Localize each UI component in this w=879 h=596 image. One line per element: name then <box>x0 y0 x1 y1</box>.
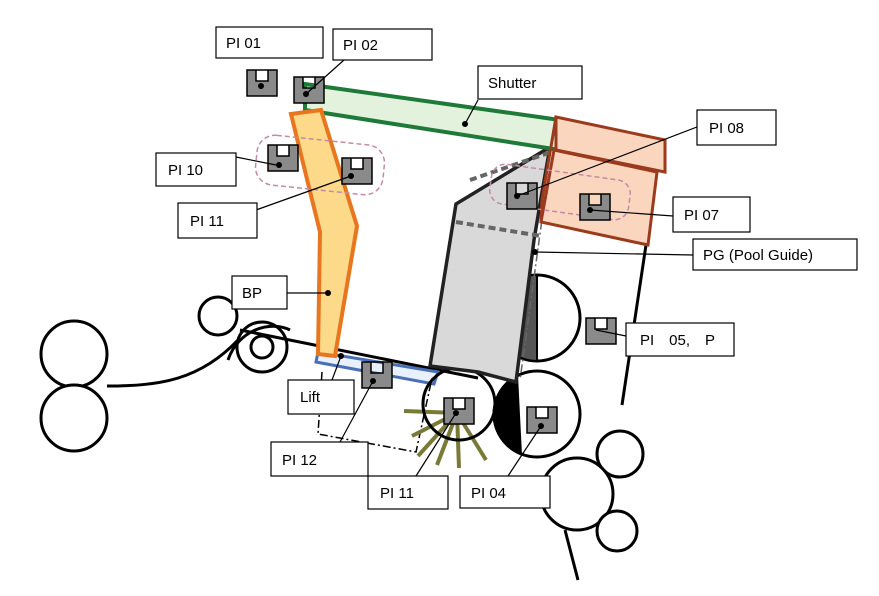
dot-pi11-top <box>348 173 354 179</box>
leader-pi04 <box>507 425 542 477</box>
label-pi05: PI 05, P <box>640 332 715 349</box>
dot-pi12 <box>370 378 376 384</box>
leader-lines <box>235 59 698 477</box>
roll-pi04-sector <box>492 375 522 455</box>
bp-band <box>288 107 360 359</box>
leader-pi11-top <box>255 175 352 211</box>
leader-shutter <box>464 99 479 125</box>
callout-pi08: PI 08 <box>696 109 777 146</box>
sensor-pi01-icon <box>246 69 278 97</box>
label-shutter: Shutter <box>488 75 536 92</box>
label-pi07: PI 07 <box>684 207 719 224</box>
dot-pi04 <box>538 423 544 429</box>
exit-path <box>563 529 580 581</box>
leader-pi02 <box>305 59 345 95</box>
paper-path-left <box>39 295 479 453</box>
leader-pi10 <box>235 156 277 166</box>
dot-pg <box>532 249 538 255</box>
callout-pi11-top: PI 11 <box>177 202 258 239</box>
roll-left-lower <box>39 383 109 453</box>
callout-pi07: PI 07 <box>672 196 751 233</box>
callouts: PI 01 PI 02 Shutter PI 08 PI 10 PI 11 PI… <box>155 26 858 510</box>
sensor-pi07-icon <box>579 193 611 221</box>
roll-right-lower <box>595 509 639 553</box>
label-pi01: PI 01 <box>226 35 261 52</box>
callout-pi05: PI 05, P <box>625 322 735 357</box>
leader-pi08 <box>516 126 698 197</box>
sensor-pi10-icon <box>267 144 299 172</box>
paper-path-curve <box>226 324 291 361</box>
dot-bp <box>325 290 331 296</box>
pi07-pi08-group-outline <box>488 163 632 221</box>
callout-lift: Lift <box>287 379 355 415</box>
dot-pi11-bottom <box>453 410 459 416</box>
upper-box-bottom <box>539 148 659 247</box>
label-pi08: PI 08 <box>709 120 744 137</box>
dot-pi08 <box>514 193 520 199</box>
paper-path-line <box>106 338 240 388</box>
leader-lift <box>331 355 342 381</box>
roll-feed-core <box>249 334 275 360</box>
pi10-pi11-group-outline <box>254 134 386 196</box>
sensor-pi08-icon <box>506 182 538 210</box>
label-bp: BP <box>242 285 262 302</box>
leader-pi11-bottom <box>415 412 457 477</box>
sensor-pi04-icon <box>526 406 558 434</box>
sensor-pi11-bottom-icon <box>443 397 475 425</box>
label-pi12: PI 12 <box>282 452 317 469</box>
leader-pi12 <box>339 380 374 443</box>
callout-pi01: PI 01 <box>215 26 324 59</box>
callout-pi02: PI 02 <box>332 28 433 61</box>
label-pi11-bottom: PI 11 <box>380 485 414 502</box>
dot-lift <box>338 353 344 359</box>
roll-small-left <box>197 295 239 337</box>
label-lift: Lift <box>300 389 321 406</box>
dot-pi10 <box>276 162 282 168</box>
sensor-pi11-top-icon <box>341 157 373 185</box>
sensor-pi02-icon <box>293 76 325 104</box>
label-pi11-top: PI 11 <box>190 213 224 230</box>
upper-box <box>539 115 667 247</box>
paper-path-line-2 <box>239 328 479 380</box>
callout-pg: PG (Pool Guide) <box>692 238 858 271</box>
leader-pi05 <box>595 329 627 337</box>
callout-pi10: PI 10 <box>155 152 237 187</box>
label-pg: PG (Pool Guide) <box>703 247 813 264</box>
callout-pi04: PI 04 <box>459 475 551 509</box>
dot-pi07 <box>587 207 593 213</box>
pool-guide-dash-2 <box>469 148 558 182</box>
roll-right-upper <box>595 429 645 479</box>
lift-plate <box>314 350 440 386</box>
upper-box-edge <box>539 116 558 223</box>
label-pi04: PI 04 <box>471 485 506 502</box>
roll-left-upper <box>39 319 109 389</box>
label-pi02: PI 02 <box>343 37 378 54</box>
callout-bp: BP <box>231 275 288 310</box>
pool-guide-dash-1 <box>455 220 542 238</box>
callout-pi11-bottom: PI 11 <box>367 475 449 510</box>
leader-pi07 <box>589 209 674 217</box>
leader-pg <box>534 251 694 256</box>
callout-shutter: Shutter <box>477 65 583 100</box>
dot-pi01 <box>258 83 264 89</box>
sensor-pi12-icon <box>361 361 393 389</box>
label-pi10: PI 10 <box>168 162 203 179</box>
dot-pi02 <box>303 91 309 97</box>
callout-pi12: PI 12 <box>270 441 369 477</box>
dot-shutter <box>462 121 468 127</box>
upper-box-top <box>554 115 667 174</box>
